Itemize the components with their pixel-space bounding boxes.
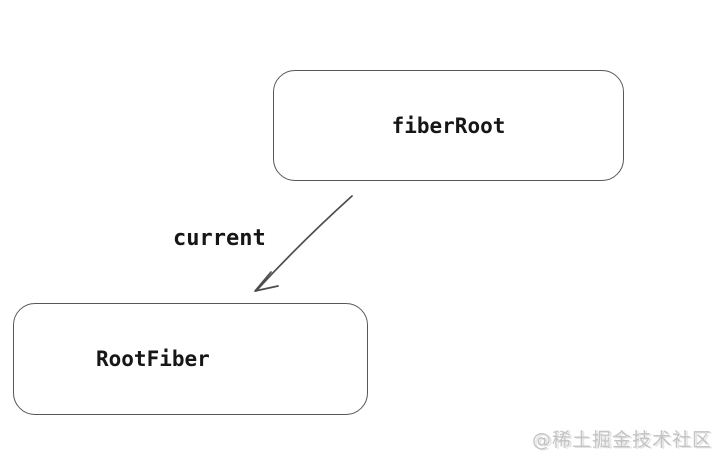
watermark-text: @稀土掘金技术社区 xyxy=(531,429,712,451)
node-root-fiber-label: RootFiber xyxy=(96,347,210,371)
node-root-fiber: RootFiber xyxy=(13,303,368,415)
arrow-shaft xyxy=(255,195,353,292)
node-fiber-root: fiberRoot xyxy=(273,70,624,181)
node-fiber-root-label: fiberRoot xyxy=(391,113,506,138)
edge-label-current: current xyxy=(173,226,266,251)
arrowhead-icon xyxy=(254,271,279,292)
